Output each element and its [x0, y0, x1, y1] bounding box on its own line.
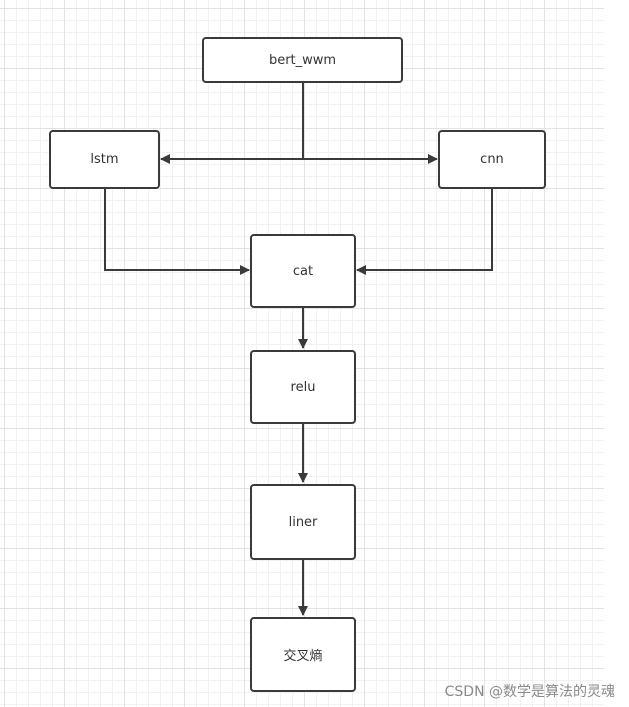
csdn-watermark: CSDN @数学是算法的灵魂 — [444, 684, 615, 700]
node-cnn-label: cnn — [480, 152, 504, 167]
node-cross-entropy-label: 交叉熵 — [283, 649, 323, 664]
node-bert-wwm-label: bert_wwm — [268, 52, 337, 68]
node-relu: relu — [250, 350, 356, 424]
edge-lstm-to-cat — [104, 189, 250, 275]
node-lstm: lstm — [49, 130, 160, 189]
node-cat-label: cat — [292, 263, 314, 279]
edge-cnn-to-cat — [356, 189, 493, 275]
node-liner: liner — [250, 484, 356, 560]
node-cross-entropy: 交叉熵 — [250, 617, 356, 692]
node-relu-label: relu — [290, 379, 316, 395]
node-lstm-label: lstm — [90, 152, 119, 167]
node-cnn: cnn — [438, 130, 546, 189]
node-cat: cat — [250, 234, 356, 308]
node-bert-wwm: bert_wwm — [202, 37, 403, 83]
node-liner-label: liner — [288, 514, 318, 530]
